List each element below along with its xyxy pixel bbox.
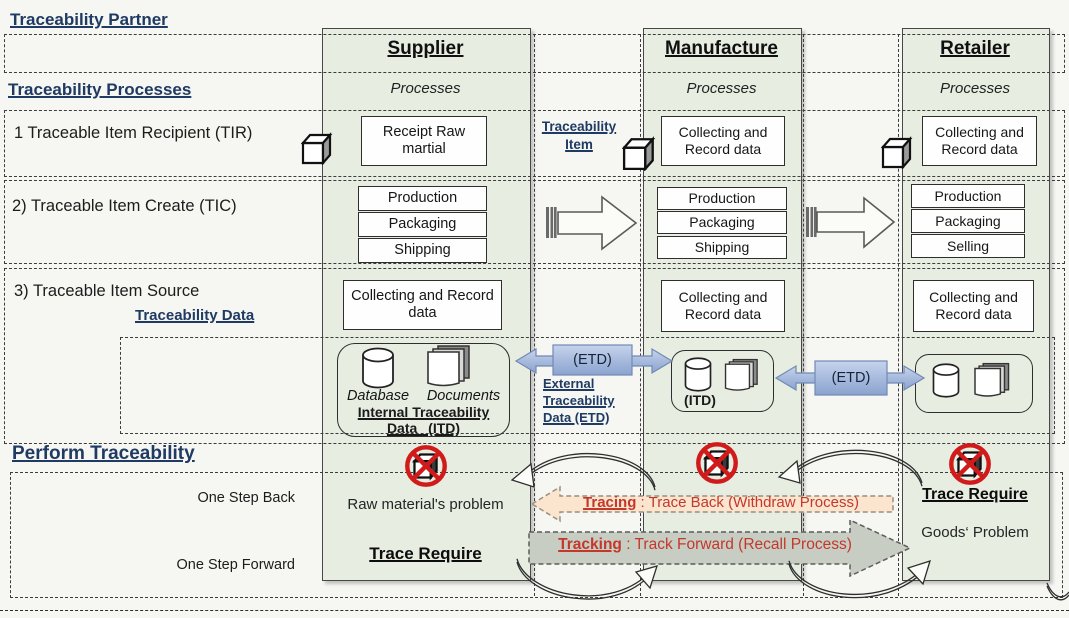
supplier-production-box: Production <box>358 186 487 211</box>
tracking-label: Tracking : Track Forward (Recall Process… <box>558 536 852 553</box>
row2-label: 2) Traceable Item Create (TIC) <box>12 197 237 215</box>
retailer-problem-icon <box>946 440 994 488</box>
manufacture-production-box: Production <box>657 187 787 210</box>
supplier-problem-icon <box>402 442 450 490</box>
manufacture-itd-label: (ITD) <box>684 392 716 408</box>
database-icon <box>931 362 961 399</box>
retailer-title: Retailer <box>940 38 1010 59</box>
traceability-data-heading: Traceability Data <box>135 307 255 324</box>
tracing-label: Tracing : Trace Back (Withdraw Process) <box>583 494 859 511</box>
manufacture-collecting-top-box: Collecting and Record data <box>661 116 785 166</box>
documents-icon <box>973 362 1013 398</box>
bottom-dashed-line <box>0 610 1069 611</box>
documents-icon <box>724 358 761 392</box>
retailer-cube-icon <box>881 135 915 169</box>
supplier-problem-text: Raw material's problem <box>347 496 504 513</box>
external-etd-label: External Traceability Data (ETD) <box>543 376 615 425</box>
perform-traceability-heading: Perform Traceability <box>12 443 195 464</box>
supplier-itd-container: Database Documents Internal Traceability… <box>337 343 510 437</box>
etd-arrow-manufacture-retailer <box>774 358 926 398</box>
gap-dash-line-4 <box>898 34 899 596</box>
retailer-processes-label: Processes <box>939 80 1011 97</box>
flow-arrow-supplier-to-manufacture <box>546 193 638 253</box>
traceability-item-cube-icon <box>622 135 658 171</box>
manufacture-itd-container: (ITD) <box>671 350 774 412</box>
supplier-shipping-box: Shipping <box>358 238 487 263</box>
row3-label: 3) Traceable Item Source <box>14 282 200 300</box>
gap-dash-line-2 <box>640 34 641 596</box>
manufacture-processes-label: Processes <box>686 80 757 97</box>
itd-line1: Internal Traceability <box>357 404 490 420</box>
database-icon <box>360 347 396 389</box>
manufacture-collecting-box: Collecting and Record data <box>661 280 785 332</box>
traceability-item-label: Traceability Item <box>541 119 617 152</box>
flow-arrow-manufacture-to-retailer <box>806 194 896 251</box>
retailer-itd-container <box>915 354 1033 413</box>
one-step-forward-label: One Step Forward <box>176 557 295 573</box>
traceable-item-cube-icon <box>301 131 335 165</box>
etd-label-2: (ETD) <box>831 369 871 386</box>
supplier-collecting-box: Collecting and Record data <box>343 280 502 330</box>
manufacture-problem-icon <box>693 439 741 487</box>
retailer-problem-text: Goods‘ Problem <box>921 524 1029 541</box>
database-icon <box>683 356 713 393</box>
etd-arrow-supplier-manufacture <box>514 344 674 378</box>
retailer-selling-box: Selling <box>911 234 1025 258</box>
retailer-packaging-box: Packaging <box>911 209 1025 233</box>
retailer-trace-require: Trace Require <box>922 486 1028 503</box>
documents-icon <box>426 344 474 388</box>
etd-label-1: (ETD) <box>573 352 612 368</box>
gap-dash-line-3 <box>803 34 804 596</box>
supplier-receipt-box: Receipt Raw martial <box>361 116 487 166</box>
supplier-title: Supplier <box>387 38 464 59</box>
gap-dash-line-1 <box>534 34 535 596</box>
supplier-trace-require: Trace Require <box>369 544 482 563</box>
retailer-production-box: Production <box>911 184 1025 208</box>
one-step-back-label: One Step Back <box>197 490 295 506</box>
documents-label: Documents <box>426 388 501 404</box>
manufacture-shipping-box: Shipping <box>657 236 787 259</box>
manufacture-title: Manufacture <box>665 38 778 59</box>
supplier-packaging-box: Packaging <box>358 212 487 237</box>
manufacture-packaging-box: Packaging <box>657 211 787 234</box>
traceability-processes-heading: Traceability Processes <box>8 80 192 99</box>
supplier-processes-label: Processes <box>390 80 461 97</box>
row1-label: 1 Traceable Item Recipient (TIR) <box>14 124 253 142</box>
traceability-partner-heading: Traceability Partner <box>10 10 168 29</box>
retailer-collecting-top-box: Collecting and Record data <box>922 116 1037 166</box>
retailer-collecting-box: Collecting and Record data <box>913 280 1034 332</box>
database-label: Database <box>346 388 410 404</box>
itd-line2: Data (ITD) <box>386 420 461 436</box>
